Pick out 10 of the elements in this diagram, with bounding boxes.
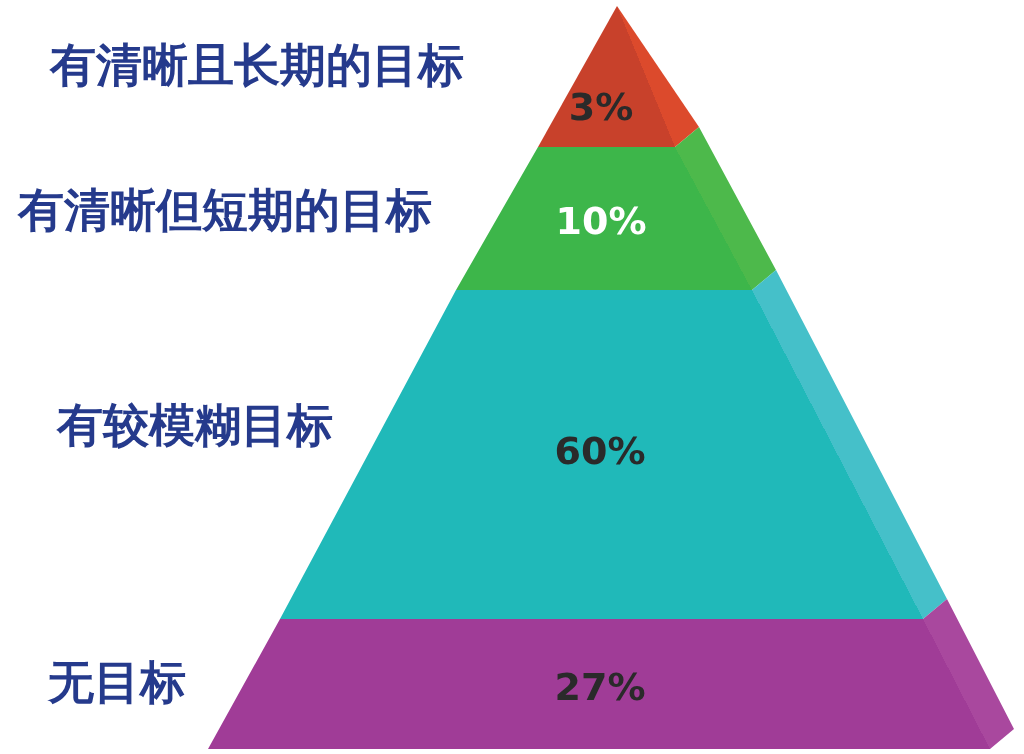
percentage-value: 60%: [554, 431, 646, 473]
percentage-value: 27%: [554, 667, 646, 709]
tier-label: 有清晰但短期的目标: [18, 184, 432, 236]
percentage-value: 10%: [555, 201, 647, 243]
tier-label: 有清晰且长期的目标: [50, 39, 464, 91]
tier-label: 无目标: [48, 656, 186, 708]
pyramid-tier: [208, 599, 1014, 749]
tier-label: 有较模糊目标: [57, 399, 333, 451]
percentage-value: 3%: [568, 87, 634, 129]
pyramid-tier: [538, 6, 699, 147]
